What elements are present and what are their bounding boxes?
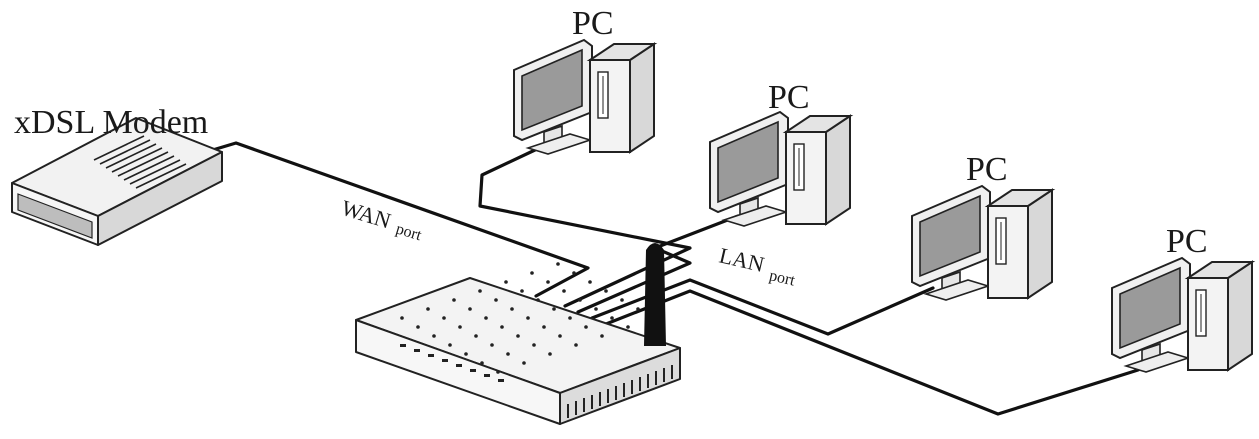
router-status-light <box>414 349 420 352</box>
pc-3-illustration <box>911 185 1053 301</box>
router-status-light <box>484 374 490 377</box>
router-vent-dot <box>458 325 462 329</box>
router-vent-dot <box>520 289 524 293</box>
router-vent-dot <box>506 352 510 356</box>
router-vent-dot <box>490 343 494 347</box>
lan-cable-pc-2 <box>576 214 740 314</box>
lan-label-sub: port <box>768 267 797 289</box>
router-status-light <box>442 359 448 362</box>
router-vent-dot <box>530 271 534 275</box>
router-vent-dot <box>432 334 436 338</box>
router-vent-dot <box>474 334 478 338</box>
router-vent-dot <box>532 343 536 347</box>
router-top-vents <box>400 262 656 374</box>
lan-cable-pc-4 <box>604 289 1140 416</box>
router-vent-dot <box>400 316 404 320</box>
router-vent-dot <box>600 334 604 338</box>
router-vent-dot <box>468 307 472 311</box>
wan-label-main: WAN <box>339 195 394 234</box>
lan-label-main: LAN <box>717 243 767 278</box>
router-vent-dot <box>536 298 540 302</box>
router-vent-dot <box>562 289 566 293</box>
wan-port-label: WAN port <box>338 195 426 245</box>
router-vent-dot <box>480 361 484 365</box>
router-vent-dot <box>500 325 504 329</box>
router-vent-dot <box>610 316 614 320</box>
modem-label: xDSL Modem <box>14 104 208 141</box>
router-vent-dot <box>464 352 468 356</box>
router-vent-dot <box>426 307 430 311</box>
xdsl-modem <box>11 117 223 246</box>
router-rear-ports <box>567 365 673 418</box>
router-vent-dot <box>568 316 572 320</box>
router-vent-dot <box>494 298 498 302</box>
router-vent-dot <box>548 352 552 356</box>
router-vent-dot <box>522 361 526 365</box>
router-vent-dot <box>484 316 488 320</box>
router-vent-dot <box>588 280 592 284</box>
router-status-light <box>498 379 504 382</box>
pc-4-label: PC <box>1166 223 1208 260</box>
router-vent-dot <box>626 325 630 329</box>
router-vent-dot <box>604 289 608 293</box>
router-vent-dot <box>578 298 582 302</box>
router-antenna <box>644 243 666 346</box>
router-vent-dot <box>594 307 598 311</box>
wireless-router <box>355 243 681 425</box>
pc-4-illustration <box>1111 257 1253 373</box>
pc-2-illustration <box>709 111 851 227</box>
router-vent-dot <box>546 280 550 284</box>
router-vent-dot <box>496 370 500 374</box>
router-vent-dot <box>504 280 508 284</box>
wan-label-sub: port <box>394 220 424 244</box>
pc-2-label: PC <box>768 79 810 116</box>
router-vent-dot <box>526 316 530 320</box>
router-vent-dot <box>442 316 446 320</box>
svg-text:LAN port: LAN port <box>716 243 800 290</box>
router-status-light <box>400 344 406 347</box>
router-status-light <box>428 354 434 357</box>
router-vent-dot <box>448 343 452 347</box>
router-vent-dot <box>636 307 640 311</box>
router-vent-dot <box>584 325 588 329</box>
router-vent-dot <box>574 343 578 347</box>
router-vent-dot <box>558 334 562 338</box>
router-vent-dot <box>620 298 624 302</box>
lan-cable-pc-3 <box>590 278 935 336</box>
pc-1-illustration <box>513 39 655 155</box>
pc-1-label: PC <box>572 5 614 42</box>
router-vent-dot <box>552 307 556 311</box>
router-vent-dot <box>416 325 420 329</box>
router-status-lights <box>400 344 504 382</box>
router-vent-dot <box>572 271 576 275</box>
svg-text:WAN port: WAN port <box>338 195 426 245</box>
router-vent-dot <box>510 307 514 311</box>
router-vent-dot <box>542 325 546 329</box>
pc-3-label: PC <box>966 151 1008 188</box>
lan-port-label: LAN port <box>716 243 800 290</box>
router-vent-dot <box>478 289 482 293</box>
router-status-light <box>470 369 476 372</box>
router-vent-dot <box>516 334 520 338</box>
router-vent-dot <box>452 298 456 302</box>
router-status-light <box>456 364 462 367</box>
router-vent-dot <box>556 262 560 266</box>
